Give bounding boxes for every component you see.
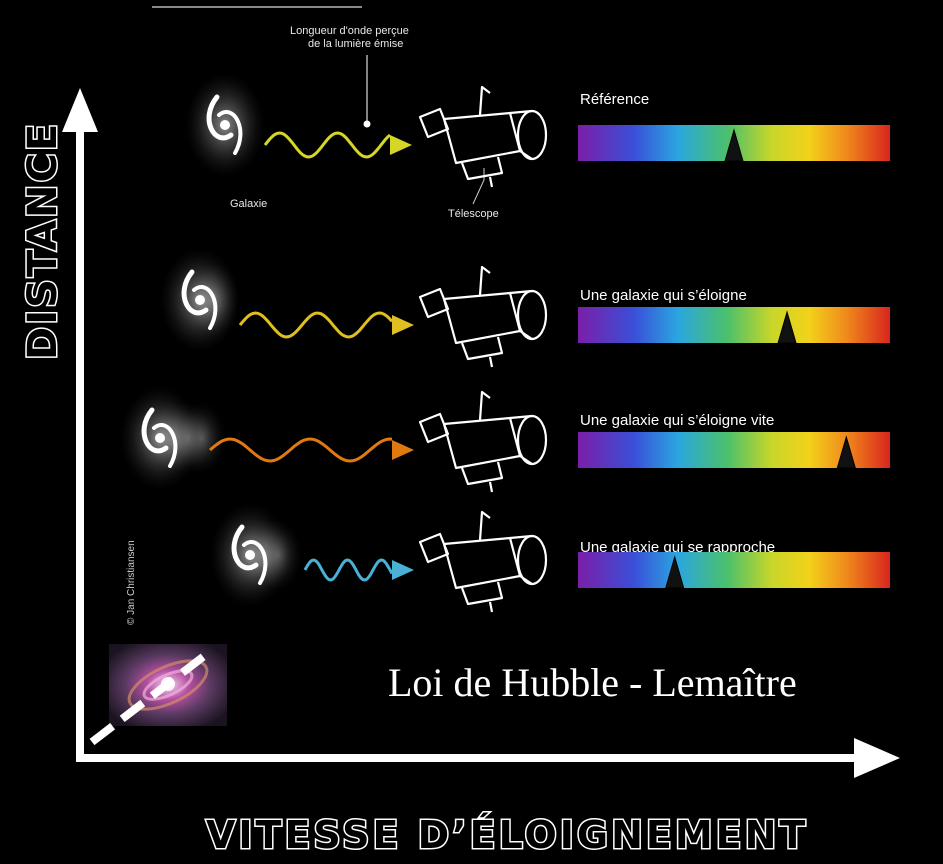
- spectrum-bar: [578, 307, 890, 343]
- light-wave: [303, 558, 394, 582]
- row-label: Une galaxie qui s’éloigne vite: [580, 412, 774, 429]
- galaxy-annotation: Galaxie: [230, 198, 267, 210]
- x-axis-title: VITESSE D’ÉLOIGNEMENT: [206, 813, 808, 857]
- telescope-icon: [418, 510, 548, 613]
- wavelength-annotation-line1: Longueur d'onde perçue: [290, 25, 409, 37]
- row-3: Une galaxie qui s’éloigne vite: [120, 386, 890, 493]
- spectrum-marker: [836, 435, 856, 469]
- wave-arrow-head: [392, 440, 414, 460]
- light-wave: [209, 437, 393, 463]
- wave-arrow-head: [392, 560, 414, 580]
- telescope-icon: [418, 390, 548, 493]
- wave-arrow-head: [390, 135, 412, 155]
- row-4: Une galaxie qui se rapproche: [210, 503, 890, 613]
- telescope-pointer: [472, 168, 485, 205]
- row-2: Une galaxie qui s’éloigne: [160, 248, 890, 368]
- diagram-title: Loi de Hubble - Lemaître: [388, 660, 797, 705]
- spectrum-marker: [777, 310, 797, 344]
- telescope-icon: [418, 265, 548, 368]
- light-wave: [263, 131, 391, 159]
- galaxy-icon: [120, 386, 226, 490]
- y-axis-title: DISTANCE: [20, 122, 66, 360]
- hubble-trend-line: [89, 646, 215, 746]
- x-axis: [76, 738, 900, 778]
- spectrum-bar: [578, 552, 890, 588]
- row-label: Une galaxie qui s’éloigne: [580, 287, 747, 304]
- wave-arrow-head: [392, 315, 414, 335]
- telescope-annotation: Télescope: [448, 208, 499, 220]
- galaxy-icon: [160, 248, 240, 352]
- row-label: Référence: [580, 91, 649, 108]
- galaxy-icon: [185, 73, 265, 177]
- light-wave: [238, 311, 394, 339]
- wavelength-point: [363, 120, 371, 128]
- credit-text: © Jan Christiansen: [126, 540, 137, 625]
- row-label: Une galaxie qui se rapproche: [580, 539, 775, 556]
- spectrum-marker: [665, 555, 685, 589]
- wavelength-annotation-line2: de la lumière émise: [308, 38, 403, 50]
- row-1: Référence: [185, 73, 890, 188]
- telescope-icon: [418, 85, 548, 188]
- spectrum-bar: [578, 432, 890, 468]
- spectrum-marker: [724, 128, 744, 162]
- galaxy-icon: [210, 503, 302, 607]
- y-axis: [62, 88, 98, 760]
